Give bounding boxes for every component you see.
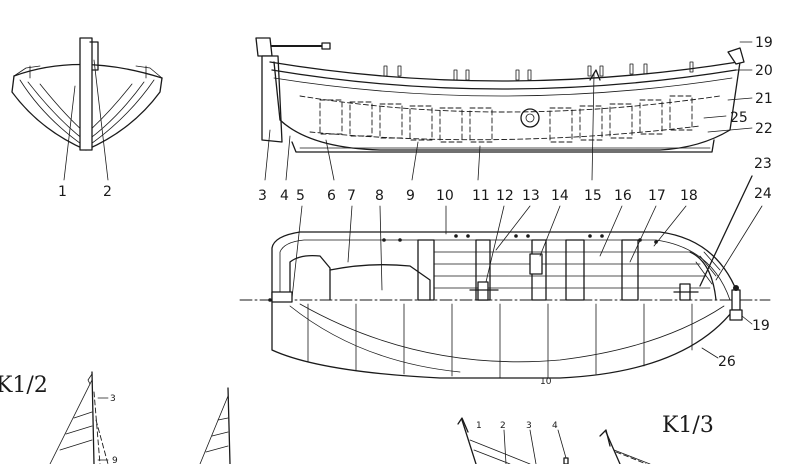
callout-24: 24 [754, 186, 772, 202]
profile-leader-lines [264, 41, 753, 181]
plan-leader-lines [291, 175, 763, 359]
title-k1-3: K1/3 [662, 413, 714, 438]
callout-4: 4 [280, 188, 289, 204]
callout-sail-2: 2 [500, 421, 506, 431]
callout-6: 6 [327, 188, 336, 204]
planking-lines [307, 303, 693, 379]
sail-plan-right [457, 417, 651, 464]
callout-13: 13 [522, 188, 540, 204]
callout-sail-3r: 3 [526, 421, 532, 431]
callout-1: 1 [58, 184, 67, 200]
callout-12: 12 [496, 188, 514, 204]
thole-pins [383, 61, 694, 81]
callout-19-plan: 19 [752, 318, 770, 334]
callout-19-top: 19 [755, 35, 773, 51]
callout-sail-3: 3 [110, 394, 116, 404]
plan-mark: 10 [540, 377, 552, 387]
callout-23: 23 [754, 156, 772, 172]
callout-22: 22 [755, 121, 773, 137]
callout-sail-1: 1 [476, 421, 482, 431]
plan-view [239, 231, 771, 379]
side-profile-view [255, 37, 745, 153]
body-section-view [11, 37, 163, 181]
callout-7: 7 [347, 188, 356, 204]
sail-plan-left [49, 371, 231, 464]
callout-sail-9: 9 [112, 456, 118, 464]
callout-3: 3 [258, 188, 267, 204]
callout-5: 5 [296, 188, 305, 204]
callout-21: 21 [755, 91, 773, 107]
callout-10: 10 [436, 188, 454, 204]
callout-26: 26 [718, 354, 736, 370]
callout-17: 17 [648, 188, 666, 204]
callout-2: 2 [103, 184, 112, 200]
callout-15: 15 [584, 188, 602, 204]
thwarts [417, 239, 639, 301]
callout-14: 14 [551, 188, 569, 204]
rowlock-fittings [469, 253, 699, 301]
rivet-dots [268, 234, 658, 302]
callout-8: 8 [375, 188, 384, 204]
interior-frames [319, 95, 693, 143]
callout-20: 20 [755, 63, 773, 79]
callout-sail-4: 4 [552, 421, 558, 431]
callout-9: 9 [406, 188, 415, 204]
callout-25: 25 [730, 110, 748, 126]
callout-18: 18 [680, 188, 698, 204]
title-k1-2: K1/2 [0, 373, 48, 398]
callout-11: 11 [472, 188, 490, 204]
callout-16: 16 [614, 188, 632, 204]
